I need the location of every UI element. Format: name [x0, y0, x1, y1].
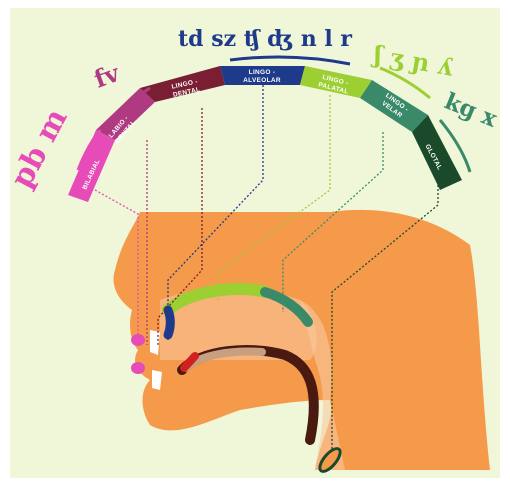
- upper-lip: [131, 334, 145, 346]
- symbols-alveolar: td sz ʧ ʤ n l r: [178, 26, 352, 52]
- label-alveolar-2: ALVEOLAR: [243, 77, 281, 84]
- lower-lip: [131, 362, 145, 374]
- label-alveolar-1: LINGO -: [249, 69, 276, 76]
